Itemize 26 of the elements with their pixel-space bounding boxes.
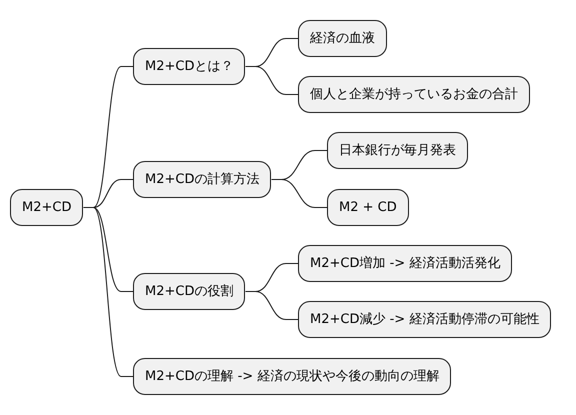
connector-line: [82, 207, 134, 377]
topic-text: M2+CD増加 -> 経済活動活発化: [310, 256, 500, 272]
topic-box: [327, 189, 409, 226]
topic-text: M2+CD: [22, 200, 72, 216]
topic-box: [10, 189, 84, 226]
topic-text: 経済の血液: [310, 30, 375, 46]
topic-box: [327, 132, 468, 169]
topic-box: [133, 273, 246, 310]
topic-box: [133, 48, 246, 85]
topic-box: [133, 358, 452, 395]
topic-text: M2+CDとは？: [145, 58, 234, 74]
topic-box: [298, 301, 552, 338]
topic-text: 個人と企業が持っているお金の合計: [310, 86, 518, 102]
topic-box: [298, 245, 512, 282]
topic-text: 日本銀行が毎月発表: [339, 142, 456, 158]
connector-line: [244, 66, 298, 95]
topic-text: M2+CD減少 -> 経済活動停滞の可能性: [310, 312, 540, 328]
topic-text: M2+CDの計算方法: [145, 172, 260, 188]
topic-box: [298, 20, 387, 57]
connector-line: [270, 179, 328, 208]
topic-text: M2+CDの理解 -> 経済の現状や今後の動向の理解: [145, 368, 440, 384]
topic-text: M2+CDの役割: [145, 284, 234, 300]
topic-box: [133, 161, 272, 198]
topic-box: [298, 76, 530, 113]
connector-line: [244, 291, 298, 320]
topic-text: M2 + CD: [339, 200, 397, 216]
